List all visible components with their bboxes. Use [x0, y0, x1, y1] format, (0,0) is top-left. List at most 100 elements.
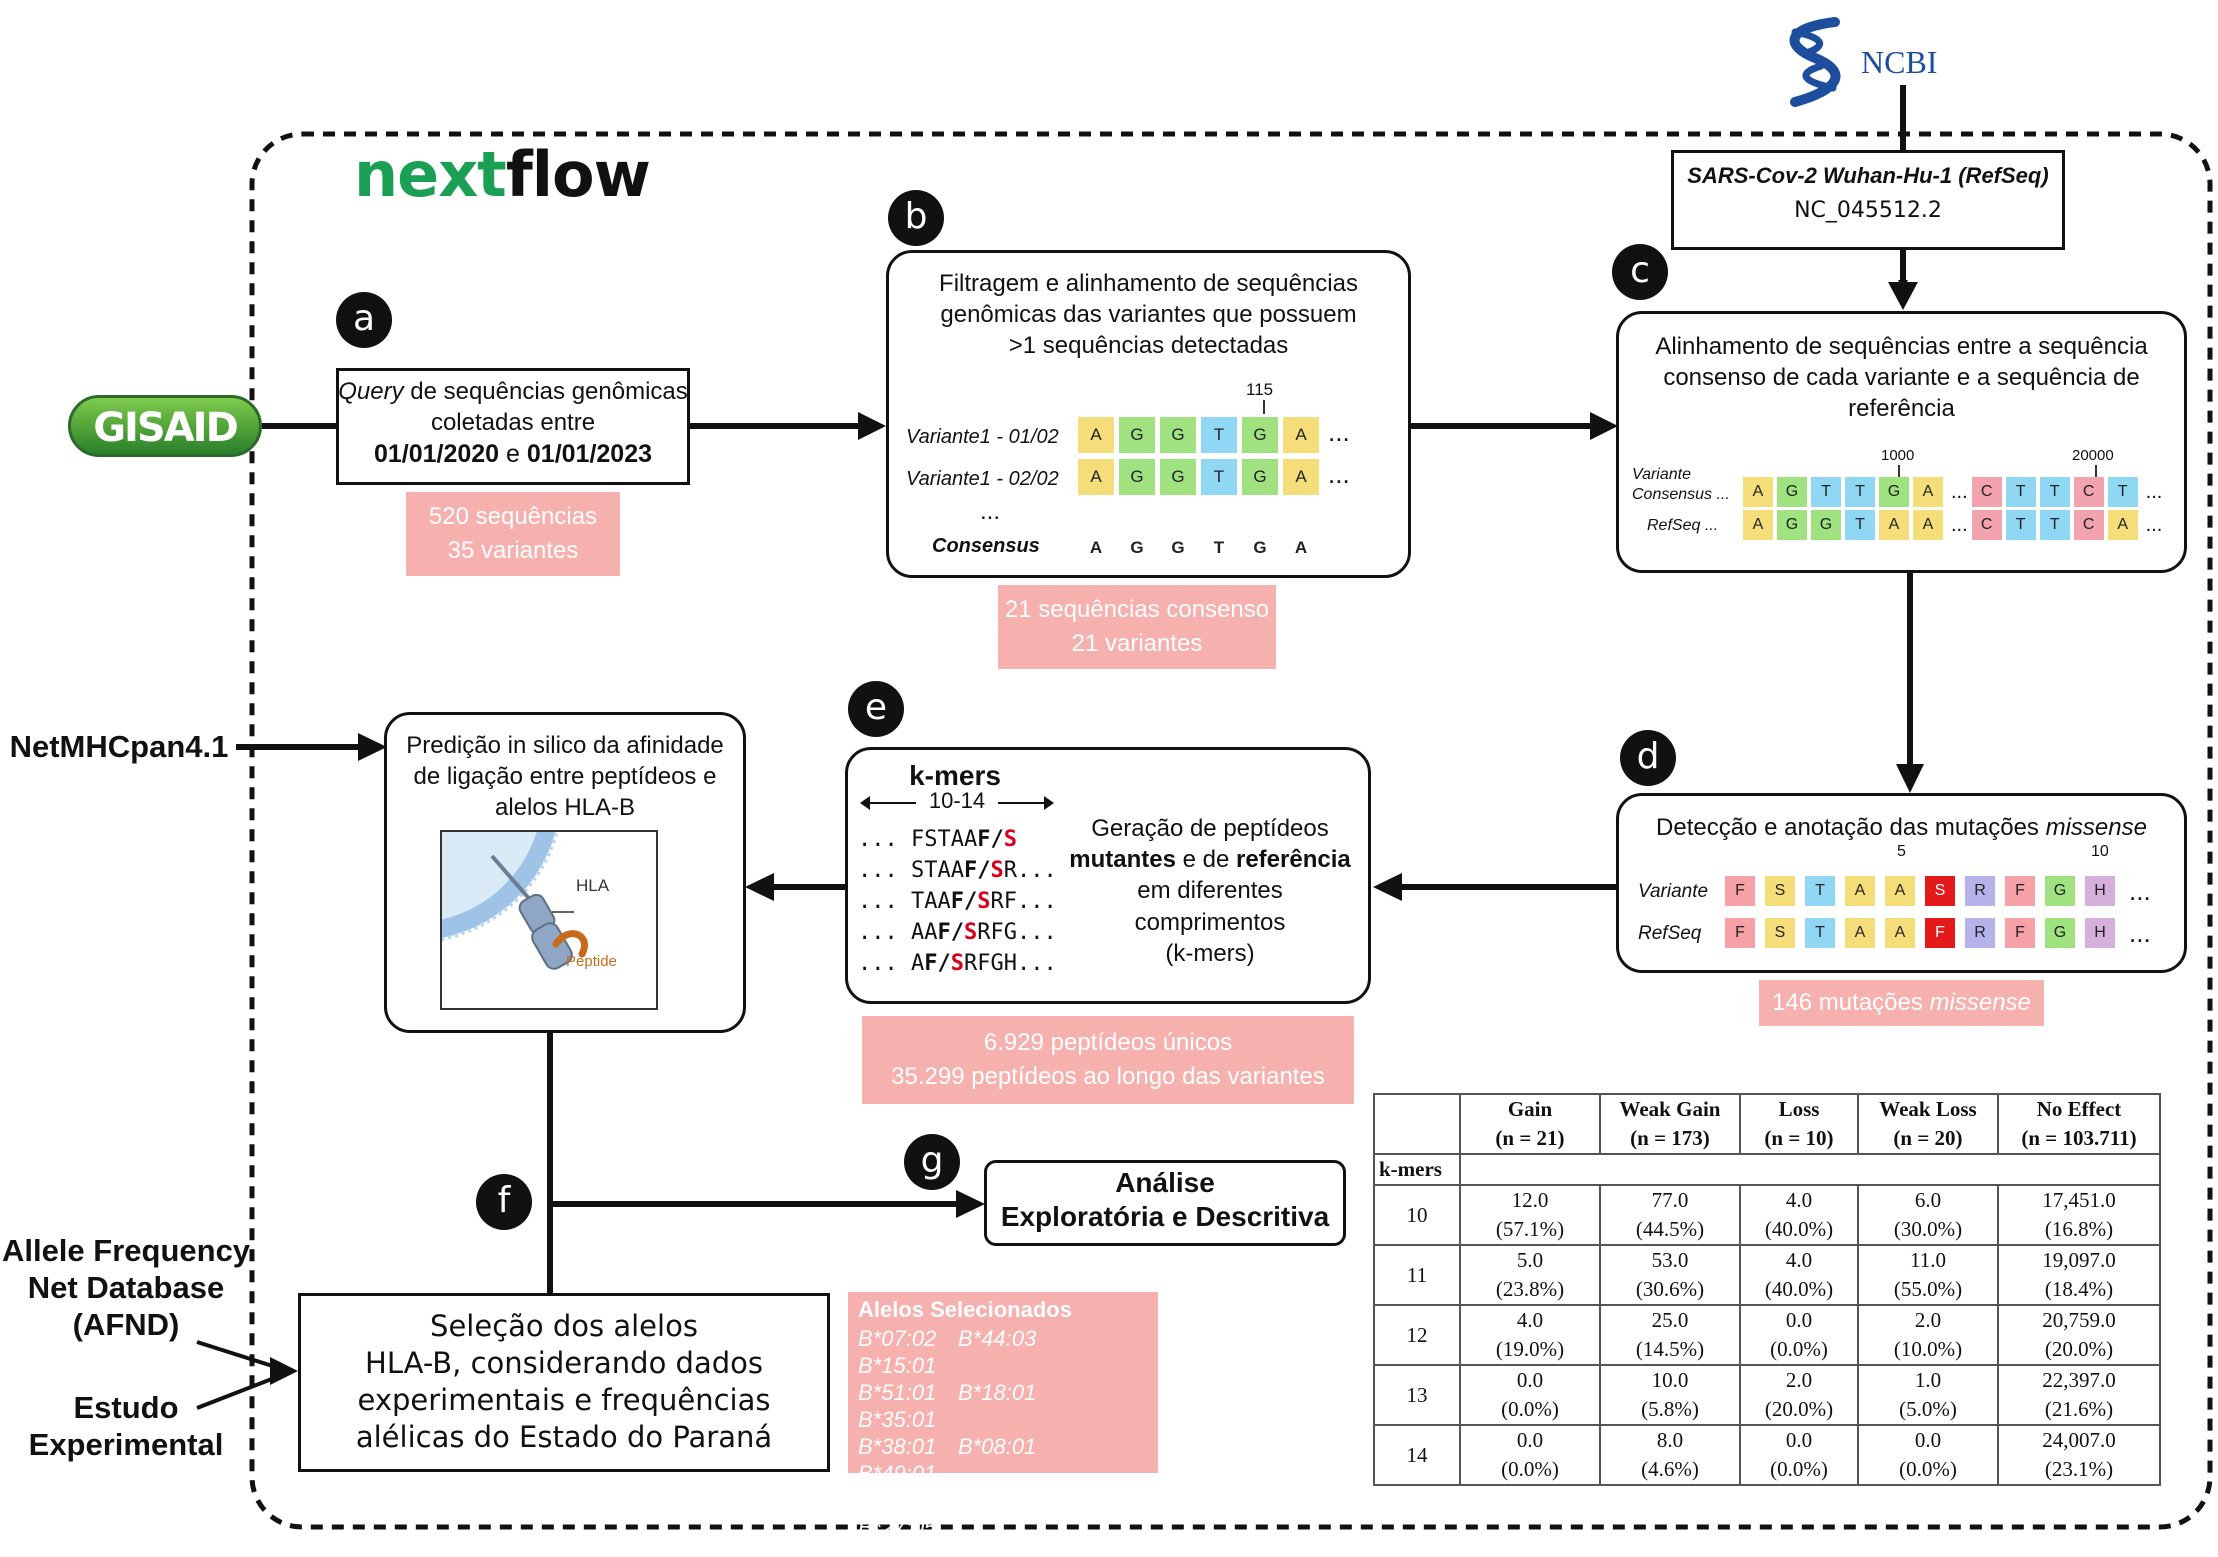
kmer-length-cell: 11 [1373, 1244, 1461, 1306]
netmhcpan-source: NetMHCpan4.1 [9, 729, 229, 764]
allele-item: B*38:01 [858, 1434, 937, 1459]
hla-binding-illustration: HLA Peptide [440, 830, 658, 1010]
table-cell: 53.0(30.6%) [1599, 1244, 1741, 1306]
residue-tile: G [1119, 417, 1155, 453]
ellipsis: ... [1328, 459, 1350, 489]
allele-item: B*27:05 [858, 1515, 937, 1540]
residue-tile: T [1805, 876, 1835, 906]
table-cell: 19,097.0(18.4%) [1997, 1244, 2161, 1306]
residue-tile: G [1777, 510, 1807, 540]
residue-tile: S [1925, 876, 1955, 906]
residue-tile: S [1765, 876, 1795, 906]
afnd-source: Allele Frequency Net Database (AFND) [1, 1233, 251, 1342]
residue-tile: A [1879, 510, 1909, 540]
allele-selection-title: Seleção dos alelos HLA-B, considerando d… [355, 1309, 773, 1454]
residue-tile: C [2073, 510, 2104, 540]
table-cell: 0.0(0.0%) [1459, 1364, 1601, 1426]
residue-tile: T [1845, 477, 1875, 507]
residue-tile: A [1885, 918, 1915, 948]
residue-tile: A [2107, 510, 2138, 540]
position-115-label: 115 [1246, 380, 1274, 399]
residue-tile: T [1213, 538, 1225, 557]
residue-tile: G [1160, 417, 1196, 453]
nextflow-logo: nextflow nextflow [354, 138, 651, 211]
residue-tile: T [1201, 417, 1237, 453]
allele-item: B*14:02 [858, 1488, 937, 1513]
residue-tile: A [1283, 459, 1319, 495]
table-cell: 4.0(19.0%) [1459, 1304, 1601, 1366]
residue-tile: G [1253, 538, 1267, 557]
table-column-header: Weak Gain(n = 173) [1599, 1093, 1741, 1155]
allele-item: B*07:02 [858, 1326, 937, 1351]
kmers-row-header: k-mers [1373, 1153, 1461, 1186]
query-box [336, 368, 690, 485]
table-cell: 4.0(40.0%) [1739, 1244, 1859, 1306]
exploratory-analysis-title: Análise Exploratória e Descritiva [1000, 1167, 1330, 1232]
step-f-marker: f [476, 1174, 532, 1230]
cell-membrane-icon [442, 832, 588, 970]
ellipsis: ... [2129, 876, 2151, 906]
residue-tile: T [2005, 477, 2036, 507]
position-tick [1898, 465, 1900, 477]
table-column-header: Weak Loss(n = 20) [1857, 1093, 1999, 1155]
ncbi-logo: NCBI [1775, 16, 1975, 108]
residue-tile: G [1242, 417, 1278, 453]
residue-tile: T [2107, 477, 2138, 507]
step-d-marker: d [1620, 730, 1676, 786]
consensus-label: Consensus [932, 535, 1040, 557]
ellipsis: ... [1328, 417, 1350, 447]
kmer-list: ... FSTAAF/S... STAAF/SR...... TAAF/SRF.… [858, 824, 1057, 979]
position-tick [2095, 465, 2097, 477]
position-1000-label: 1000 [1881, 447, 1915, 464]
allele-item: B*18:01 [958, 1380, 1037, 1405]
kmer-length-cell: 12 [1373, 1304, 1461, 1366]
allele-item: B*08:01 [958, 1434, 1037, 1459]
table-header-row: Gain(n = 21)Weak Gain(n = 173)Loss(n = 1… [1373, 1093, 2161, 1155]
table-cell: 1.0(5.0%) [1857, 1364, 1999, 1426]
filtering-stats: 21 sequências consenso 21 variantes [998, 585, 1276, 669]
allele-item: B*49:01 [858, 1461, 937, 1486]
allele-item: B*40:01 [858, 1542, 937, 1557]
residue-tile: T [1811, 477, 1841, 507]
kmer-length-cell: 10 [1373, 1184, 1461, 1246]
peptide-label: Peptide [566, 953, 617, 970]
position-5-label: 5 [1897, 843, 1906, 860]
ellipsis: ... [1951, 514, 1968, 536]
table-cell: 8.0(4.6%) [1599, 1424, 1741, 1486]
residue-tile: C [2073, 477, 2104, 507]
alignment-row-label: Variante1 - 02/02 [906, 468, 1059, 490]
position-20000-label: 20000 [2072, 447, 2114, 464]
mutation-detection-title: Detecção e anotação das mutações missens… [1656, 814, 2147, 841]
filtering-title: Filtragem e alinhamento de sequências ge… [939, 270, 1358, 360]
allele-item: B*35:01 [858, 1407, 937, 1432]
table-column-header: No Effect(n = 103.711) [1997, 1093, 2161, 1155]
kmer-length-cell: 14 [1373, 1424, 1461, 1486]
refseq-row-label: RefSeq ... [1647, 517, 1719, 534]
allele-item: B*44:03 [958, 1326, 1037, 1351]
residue-tile: F [2005, 876, 2035, 906]
variant-row-label: Variante [1638, 881, 1709, 902]
residue-tile: G [1160, 459, 1196, 495]
ellipsis: ... [2145, 481, 2163, 503]
variant-consensus-label: Variante Consensus ... [1632, 466, 1730, 503]
table-cell: 22,397.0(21.6%) [1997, 1364, 2161, 1426]
residue-tile: T [2039, 510, 2070, 540]
table-cell: 77.0(44.5%) [1599, 1184, 1741, 1246]
filtering-box [886, 250, 1411, 578]
afnd-to-selection-arrow [196, 1340, 283, 1371]
kmer-item: ... STAAF/SR... [858, 858, 1057, 883]
refseq-text: SARS-Cov-2 Wuhan-Hu-1 (RefSeq) NC_045512… [1687, 163, 2049, 223]
kmer-length-cell: 13 [1373, 1364, 1461, 1426]
table-column-header: Gain(n = 21) [1459, 1093, 1601, 1155]
allele-item: B*51:01 [858, 1380, 937, 1405]
residue-tile: T [1845, 510, 1875, 540]
ellipsis: ... [2129, 918, 2151, 948]
